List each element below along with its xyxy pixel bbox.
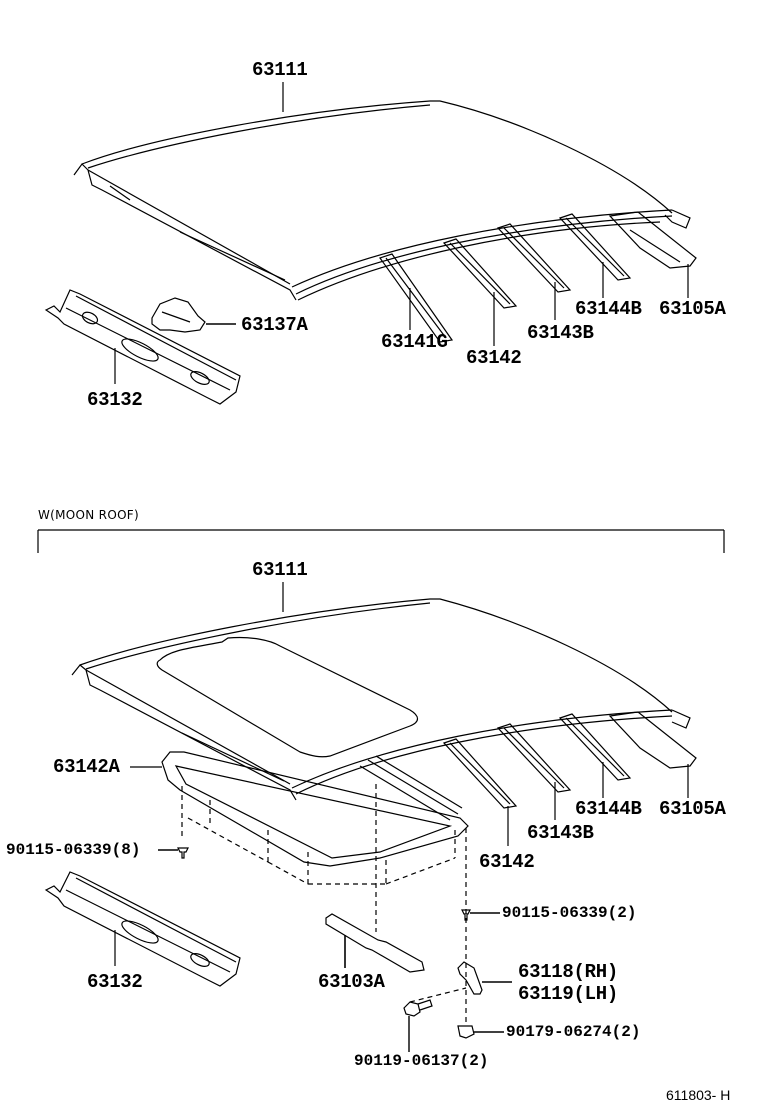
label-bracket-lh: 63119(LH)	[518, 983, 618, 1005]
label-bolt: 90119-06137(2)	[354, 1052, 489, 1070]
label-retainer: 63137A	[241, 314, 308, 336]
label-roof-bow-3-top: 63143B	[527, 322, 594, 344]
label-roof-bow-3-moonroof: 63143B	[527, 822, 594, 844]
roof-panel-top	[73, 82, 691, 301]
label-roof-panel-top: 63111	[252, 59, 308, 81]
label-roof-panel-moonroof: 63111	[252, 559, 308, 581]
label-nut: 90179-06274(2)	[506, 1023, 641, 1041]
drawing-code: 611803- H	[666, 1087, 731, 1103]
label-reinforcement: 63142A	[53, 756, 120, 778]
center-bracket-63103A	[325, 913, 425, 973]
label-roof-bow-2-moonroof: 63142	[479, 851, 535, 873]
roof-bows-top	[379, 211, 697, 346]
moonroof-housing	[130, 751, 469, 1022]
roof-bows-moonroof	[442, 711, 697, 846]
retainer-63137A	[151, 297, 236, 333]
label-rear-header-top: 63105A	[659, 298, 726, 320]
label-center-bracket: 63103A	[318, 971, 385, 993]
label-bracket-rh: 63118(RH)	[518, 961, 618, 983]
section-title-moonroof: W(MOON ROOF)	[38, 508, 139, 522]
label-rear-header-moonroof: 63105A	[659, 798, 726, 820]
label-roof-bow-2-top: 63142	[466, 347, 522, 369]
label-roof-bow-4-moonroof: 63144B	[575, 798, 642, 820]
moonroof-bracket-frame	[37, 529, 725, 553]
label-front-header-top: 63132	[87, 389, 143, 411]
front-header-moonroof	[44, 871, 241, 987]
label-screw-frame: 90115-06339(8)	[6, 841, 141, 859]
label-roof-bow-1: 63141G	[381, 331, 448, 353]
label-screw-bracket: 90115-06339(2)	[502, 904, 637, 922]
label-roof-bow-4-top: 63144B	[575, 298, 642, 320]
front-header-top	[44, 289, 241, 405]
fasteners	[158, 847, 512, 1052]
label-front-header-moonroof: 63132	[87, 971, 143, 993]
